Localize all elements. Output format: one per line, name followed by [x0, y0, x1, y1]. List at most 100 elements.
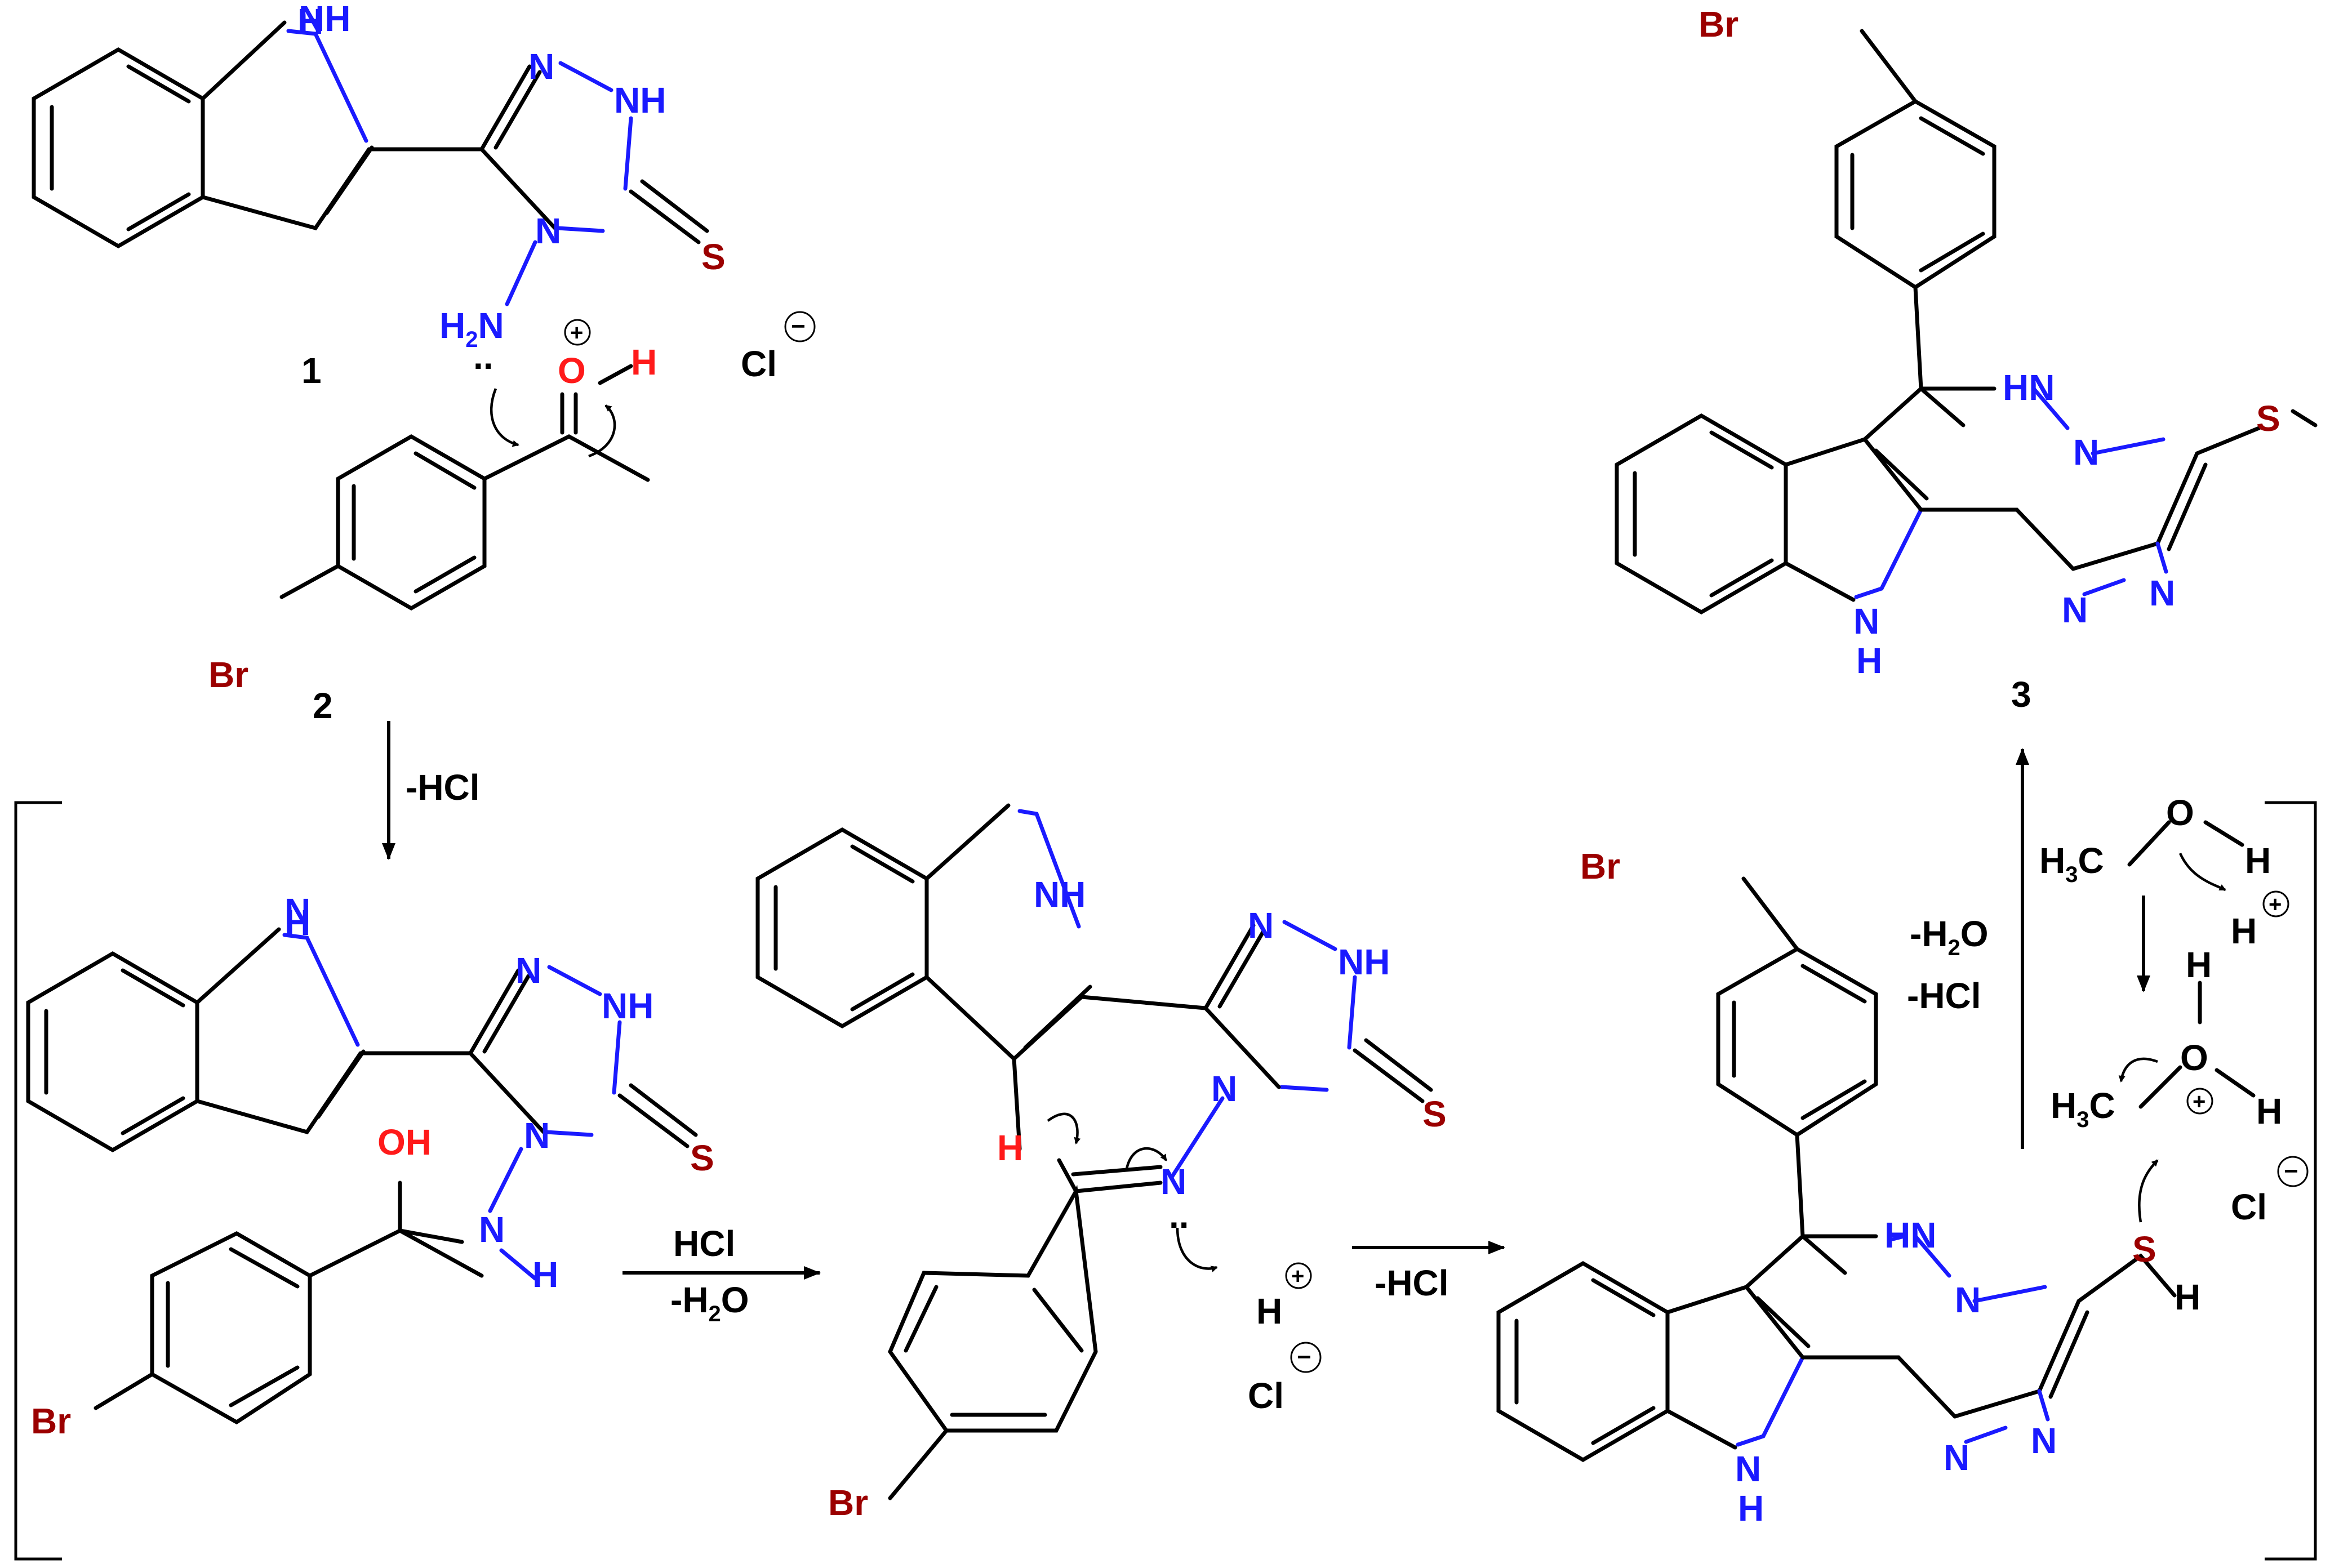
compound-1-label: 1: [301, 350, 322, 391]
int-a-triazole-n: N: [515, 950, 541, 991]
int-b-thione-s: S: [1422, 1094, 1447, 1134]
intermediate-bracket-right: [2265, 801, 2317, 1561]
minus-sign-3: −: [2284, 1157, 2298, 1185]
int-a-indole-n: N: [284, 891, 310, 932]
intermediate-hydrazone-structure: [755, 803, 1433, 1500]
int-b-br: Br: [828, 1482, 868, 1523]
compound-1-triazole-n: N: [528, 46, 554, 87]
int-c-triazole-n3: N: [2031, 1420, 2057, 1461]
int-c-indole-h: H: [1738, 1488, 1764, 1529]
int-c-triazole-n2: N: [1944, 1437, 1969, 1478]
curly-arrow-protonation: [2178, 853, 2226, 892]
methanol-proton: H: [2231, 911, 2257, 951]
plus-sign-4: +: [2193, 1089, 2206, 1114]
int-a-hydroxyl: OH: [377, 1122, 432, 1162]
int-c-triazole-n1: N: [1955, 1280, 1981, 1320]
step-4-byproduct-hcl: -HCl: [1907, 975, 1981, 1016]
chloride-counterion-2: Cl: [1248, 1375, 1284, 1416]
curly-arrow-deprotonation: [1176, 1227, 1218, 1272]
curly-arrow-imine: [1125, 1147, 1167, 1169]
oxonium-h: H: [631, 342, 657, 382]
int-b-triazole-n4: N: [1211, 1068, 1237, 1109]
chloride-counterion-1: Cl: [741, 344, 777, 384]
compound-1-nh-indole: H: [297, 1, 323, 42]
curly-arrow-proton-transfer: [588, 404, 616, 458]
int-a-thione-s: S: [690, 1138, 714, 1178]
oxonium-o-2: O: [2180, 1037, 2208, 1078]
int-c-thiol-s: S: [2132, 1229, 2156, 1269]
oxonium-plus-charge-2: [2186, 1088, 2213, 1115]
proton-plus-charge-3: [2262, 890, 2289, 917]
product-label: 3: [2011, 674, 2031, 715]
oxonium-bond-h: [2215, 1068, 2256, 1098]
curly-arrow-methyl-transfer: [2118, 1057, 2158, 1083]
int-c-thiol-h: H: [2175, 1277, 2200, 1317]
plus-sign-3: +: [2269, 892, 2282, 917]
minus-sign: −: [791, 313, 806, 340]
compound-1-triazole-nh: NH: [614, 80, 666, 121]
product-br: Br: [1698, 4, 1738, 44]
int-a-triazole-n4: N: [524, 1115, 550, 1156]
chloride-2-minus-charge: [1290, 1342, 1322, 1373]
plus-sign: +: [570, 320, 583, 345]
product-triazole-n2: N: [2062, 590, 2088, 630]
compound-1-structure: [32, 20, 709, 306]
compound-1-amino-group: H2N: [439, 305, 504, 352]
int-b-migrating-h: H: [997, 1128, 1023, 1168]
chloride-3-minus-charge: [2277, 1156, 2309, 1187]
methanol-oh-bond: [2203, 820, 2244, 847]
int-c-hn: HN: [1884, 1215, 1936, 1255]
int-b-triazole-nh: NH: [1338, 942, 1390, 982]
oxonium-plus-charge: [564, 319, 591, 346]
chloride-counterion-3: Cl: [2231, 1187, 2267, 1227]
minus-sign-2: −: [1297, 1343, 1311, 1371]
int-b-indole-nh: NH: [1034, 874, 1086, 915]
int-b-triazole-n: N: [1248, 905, 1274, 946]
methanol-bond-1: [2127, 820, 2171, 867]
int-a-amine-n: N: [479, 1209, 505, 1250]
product-sulfide-s: S: [2256, 398, 2280, 439]
step-1-condition: -HCl: [406, 767, 480, 808]
curly-arrow-h-shift: [1047, 1112, 1081, 1144]
int-c-br: Br: [1580, 846, 1620, 887]
compound-1-thione-s: S: [701, 237, 726, 277]
curly-arrow-methanol-attack: [2138, 1159, 2159, 1223]
product-triazole-n1: N: [2073, 432, 2099, 473]
int-a-triazole-nh: NH: [602, 986, 653, 1026]
compound-2-br: Br: [208, 654, 248, 695]
product-hn: HN: [2003, 367, 2055, 408]
methanol-h-1: H: [2245, 840, 2271, 881]
int-c-indole-n: N: [1735, 1449, 1761, 1489]
oxonium-bond-c: [2138, 1065, 2182, 1109]
product-triazole-n3: N: [2149, 573, 2175, 613]
curly-arrow-nucleophilic-attack: [490, 388, 519, 447]
intermediate-bracket-left: [14, 801, 62, 1561]
int-a-amine-h: H: [532, 1254, 558, 1295]
int-a-indole-nh: H: [284, 902, 310, 943]
oxonium-h-right: H: [2256, 1091, 2282, 1132]
step-2-byproduct: -H2O: [670, 1280, 749, 1326]
product-3-structure: [1615, 29, 2318, 615]
oxonium-h-top: H: [2186, 945, 2212, 985]
compound-1-triazole-n4: N: [535, 211, 561, 251]
int-b-imine-n: N: [1160, 1161, 1186, 1202]
plus-sign-2: +: [1291, 1264, 1304, 1289]
proton-h: H: [1256, 1291, 1282, 1331]
compound-1-indole-nh-label: NH: [299, 0, 350, 39]
methanol-o-1: O: [2166, 792, 2194, 833]
compound-2-structure: [279, 364, 650, 611]
compound-2-label: 2: [313, 685, 333, 726]
product-indole-h: H: [1856, 640, 1882, 681]
chloride-1-minus-charge: [784, 311, 816, 342]
int-b-lone-pair: ..: [1169, 1195, 1189, 1236]
methanol-h3c-2: H3C: [2051, 1085, 2115, 1132]
step-3-byproduct: -HCl: [1375, 1263, 1449, 1303]
intermediate-thiol-structure: [1496, 876, 2177, 1463]
product-indole-n: N: [1853, 601, 1879, 642]
int-a-br: Br: [31, 1401, 71, 1441]
step-2-reagent: HCl: [673, 1223, 735, 1264]
intermediate-carbinolamine-structure: [26, 927, 698, 1425]
step-4-byproduct-water: -H2O: [1910, 914, 1989, 960]
proton-plus-charge: [1285, 1262, 1312, 1289]
